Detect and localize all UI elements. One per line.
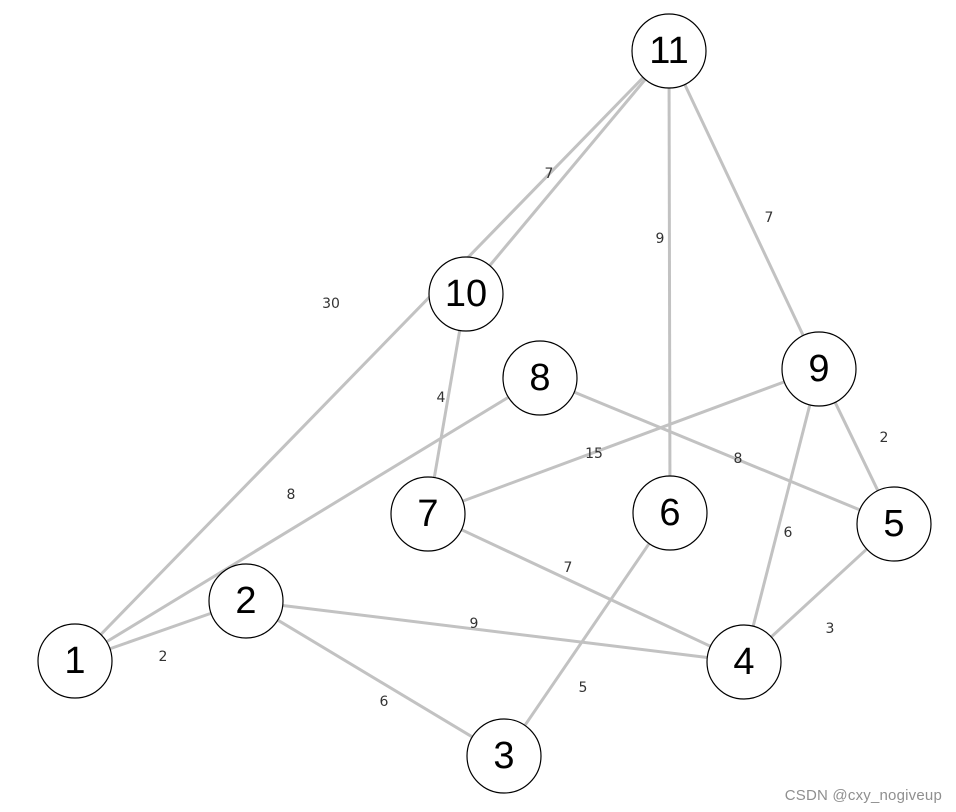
node-11: 11 — [631, 13, 707, 89]
node-3: 3 — [466, 718, 542, 794]
node-circle-1 — [37, 623, 113, 699]
edges-layer — [99, 76, 880, 739]
node-circle-3 — [466, 718, 542, 794]
node-4: 4 — [706, 624, 782, 700]
edge-9-4 — [751, 404, 812, 627]
edge-1-8 — [105, 395, 510, 644]
edge-weight-2-4: 9 — [470, 616, 479, 632]
edge-2-3 — [276, 618, 474, 739]
edge-8-5 — [573, 390, 861, 512]
edge-weight-1-2: 2 — [159, 649, 168, 665]
node-circle-6 — [632, 475, 708, 551]
node-label-9: 9 — [808, 348, 829, 390]
edge-9-5 — [833, 401, 880, 492]
watermark: CSDN @cxy_nogiveup — [784, 787, 942, 804]
edge-10-7 — [432, 330, 462, 478]
edge-2-4 — [282, 604, 708, 659]
edge-weight-9-5: 2 — [880, 430, 889, 446]
edge-1-2 — [109, 611, 212, 651]
edge-weight-6-3: 5 — [579, 680, 588, 696]
node-circle-5 — [856, 486, 932, 562]
edge-7-4 — [460, 528, 712, 648]
node-7: 7 — [390, 476, 466, 552]
edge-weight-7-4: 7 — [564, 560, 573, 576]
node-label-1: 1 — [64, 640, 85, 682]
node-label-8: 8 — [529, 357, 550, 399]
node-circle-8 — [502, 340, 578, 416]
edge-weight-1-11: 30 — [322, 296, 340, 312]
node-circle-11 — [631, 13, 707, 89]
edge-weight-8-5: 8 — [734, 451, 743, 467]
edge-weight-11-6: 9 — [656, 231, 665, 247]
edge-11-9 — [683, 83, 805, 337]
node-circle-7 — [390, 476, 466, 552]
node-circle-4 — [706, 624, 782, 700]
node-label-4: 4 — [733, 641, 754, 683]
node-circle-10 — [428, 256, 504, 332]
edge-weight-10-7: 4 — [437, 390, 446, 406]
edge-6-3 — [523, 542, 651, 727]
node-label-3: 3 — [493, 735, 514, 777]
node-1: 1 — [37, 623, 113, 699]
node-9: 9 — [781, 331, 857, 407]
node-2: 2 — [208, 563, 284, 639]
node-10: 10 — [428, 256, 504, 332]
node-label-10: 10 — [445, 273, 487, 315]
node-6: 6 — [632, 475, 708, 551]
node-circle-2 — [208, 563, 284, 639]
node-label-2: 2 — [235, 580, 256, 622]
nodes-layer: 1 2 3 4 5 6 7 8 9 10 11 — [37, 13, 932, 794]
edge-weight-7-9: 15 — [585, 446, 603, 462]
node-circle-9 — [781, 331, 857, 407]
node-label-7: 7 — [417, 493, 438, 535]
edge-weight-1-8: 8 — [287, 487, 296, 503]
edge-1-11 — [99, 76, 645, 636]
node-label-5: 5 — [883, 503, 904, 545]
edge-weight-9-4: 6 — [784, 525, 793, 541]
node-5: 5 — [856, 486, 932, 562]
edge-weight-11-10: 7 — [545, 166, 554, 182]
edge-weight-2-3: 6 — [380, 694, 389, 710]
edge-11-10 — [488, 78, 647, 267]
node-label-11: 11 — [649, 30, 688, 72]
node-8: 8 — [502, 340, 578, 416]
edge-5-4 — [770, 547, 868, 639]
edge-7-9 — [462, 380, 785, 503]
edge-weight-5-4: 3 — [826, 621, 835, 637]
edge-weights-layer: 30 7 9 7 4 8 8 15 2 6 7 3 2 9 6 5 — [159, 166, 889, 710]
edge-11-6 — [667, 87, 672, 477]
node-label-6: 6 — [659, 492, 680, 534]
edge-weight-11-9: 7 — [765, 210, 774, 226]
